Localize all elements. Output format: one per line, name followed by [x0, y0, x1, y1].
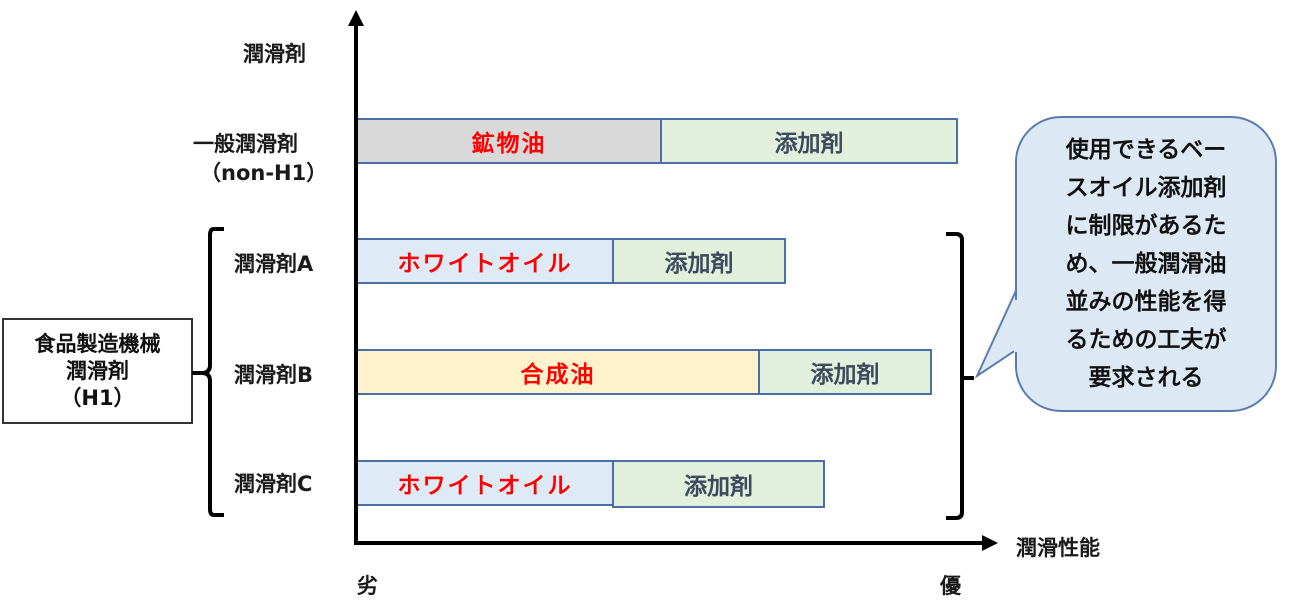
callout-line: に制限があるた [1065, 213, 1227, 239]
h1-group-box: 食品製造機械 潤滑剤 （H1） [2, 318, 193, 424]
row-label-b: 潤滑剤B [234, 363, 314, 387]
row-label-c: 潤滑剤C [234, 472, 313, 496]
row-label-a: 潤滑剤A [234, 252, 314, 276]
bar-additive-general: 添加剤 [660, 118, 958, 164]
callout-line: 使用できるベー [1065, 137, 1227, 163]
x-axis-high-label: 優 [940, 574, 961, 598]
x-axis-arrow-icon [982, 535, 998, 551]
right-bracket-icon [946, 232, 974, 520]
callout-line: るための工夫が [1065, 327, 1227, 353]
callout-line: め、一般潤滑油 [1065, 251, 1227, 277]
bar-base-synthetic-oil: 合成油 [358, 349, 760, 395]
h1-group-line1: 食品製造機械 [34, 331, 161, 356]
bar-additive-c: 添加剤 [612, 460, 825, 508]
y-axis-arrow-icon [348, 10, 364, 26]
row-label-general-sub: （non-H1） [200, 161, 328, 185]
callout-line: 要求される [1088, 365, 1204, 391]
h1-group-line3: （H1） [60, 385, 135, 410]
x-axis-low-label: 劣 [357, 574, 378, 598]
bar-base-white-oil-a: ホワイトオイル [358, 238, 614, 284]
h1-group-line2: 潤滑剤 [66, 358, 129, 383]
callout-line: 並みの性能を得 [1065, 289, 1227, 315]
bar-additive-b: 添加剤 [758, 349, 932, 395]
callout-tail-joint [1014, 300, 1018, 352]
y-axis-title: 潤滑剤 [243, 42, 306, 66]
bar-base-mineral-oil: 鉱物油 [358, 118, 662, 164]
callout-line: スオイル添加剤 [1065, 175, 1227, 201]
left-brace-icon [192, 227, 224, 517]
x-axis-title: 潤滑性能 [1016, 536, 1100, 560]
bar-additive-a: 添加剤 [612, 238, 786, 284]
bar-base-white-oil-c: ホワイトオイル [358, 460, 614, 506]
callout-note: 使用できるベー スオイル添加剤 に制限があるた め、一般潤滑油 並みの性能を得 … [1015, 116, 1277, 412]
x-axis-line [354, 541, 984, 545]
row-label-general: 一般潤滑剤 [193, 132, 298, 156]
y-axis-line [354, 22, 358, 544]
